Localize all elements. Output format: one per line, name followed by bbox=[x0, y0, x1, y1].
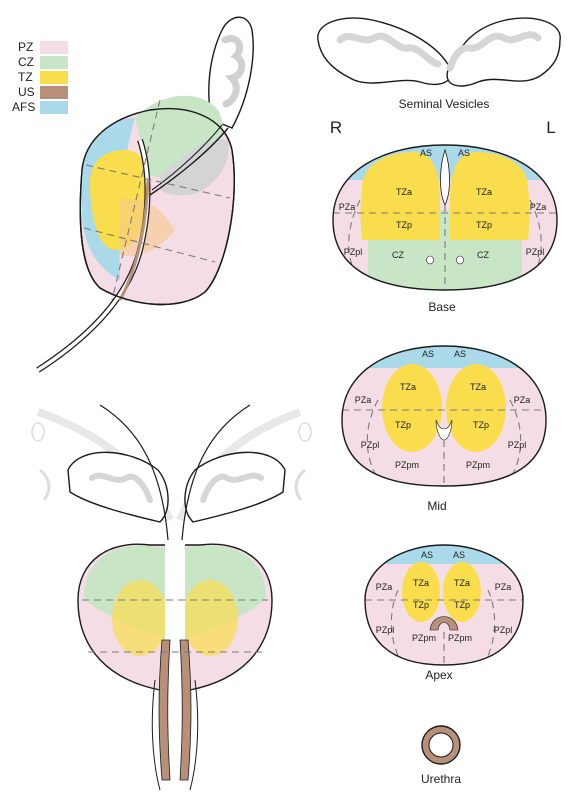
legend-swatch-afs bbox=[40, 101, 68, 114]
base-label-pzpl-l: PZpl bbox=[526, 247, 545, 257]
mid-tz-right bbox=[382, 364, 442, 452]
legend-label-tz: TZ bbox=[18, 70, 33, 84]
mid-afs-fill bbox=[340, 340, 550, 368]
legend-swatch-cz bbox=[40, 56, 68, 69]
base-label-tza-r: TZa bbox=[396, 187, 412, 197]
mid-section: AS AS TZa TZa TZp TZp PZa PZa PZpl PZpl … bbox=[340, 340, 550, 513]
base-label-as-l: AS bbox=[458, 148, 470, 158]
legend-swatch-us bbox=[40, 86, 68, 99]
apex-label-tza-l: TZa bbox=[454, 578, 470, 588]
base-label-cz-r: CZ bbox=[392, 250, 404, 260]
mid-label-pzpl-l: PZpl bbox=[508, 440, 527, 450]
seminal-vesicles-section: Seminal Vesicles bbox=[318, 18, 560, 111]
apex-label-pzpl-l: PZpl bbox=[494, 625, 513, 635]
base-label-pza-r: PZa bbox=[339, 202, 356, 212]
base-label-tza-l: TZa bbox=[476, 187, 492, 197]
mid-tz-left bbox=[446, 364, 506, 452]
mid-label-tza-l: TZa bbox=[470, 382, 486, 392]
legend-label-cz: CZ bbox=[18, 55, 34, 69]
coronal-vas-left bbox=[32, 423, 44, 441]
apex-label-pzpl-r: PZpl bbox=[376, 625, 395, 635]
caption-seminal-vesicles: Seminal Vesicles bbox=[399, 97, 490, 111]
mid-label-pza-l: PZa bbox=[514, 395, 531, 405]
legend: PZ CZ TZ US AFS bbox=[12, 40, 68, 114]
caption-mid: Mid bbox=[427, 499, 446, 513]
base-label-pzpl-r: PZpl bbox=[344, 247, 363, 257]
apex-afs-fill bbox=[360, 540, 530, 564]
apex-tz-left bbox=[443, 562, 481, 622]
coronal-seminal-vesicle-left bbox=[68, 452, 168, 522]
seminal-vesicle-right bbox=[318, 18, 451, 84]
sagittal-view bbox=[38, 17, 253, 370]
apex-label-tzp-r: TZp bbox=[413, 600, 429, 610]
mid-label-pzpl-r: PZpl bbox=[361, 440, 380, 450]
orientation-left: L bbox=[546, 118, 555, 137]
coronal-vas-right bbox=[299, 423, 311, 441]
apex-section: AS AS TZa TZa TZp TZp PZa PZa PZpl PZpl … bbox=[360, 540, 530, 682]
caption-urethra: Urethra bbox=[421, 772, 461, 786]
mid-label-tza-r: TZa bbox=[400, 382, 416, 392]
coronal-membranous-right bbox=[190, 680, 198, 790]
base-ejaculatory-duct-left bbox=[457, 256, 464, 264]
mid-label-pzpm-l: PZpm bbox=[466, 460, 490, 470]
legend-swatch-tz bbox=[40, 71, 68, 84]
coronal-vas-curl-right bbox=[296, 470, 305, 500]
base-section: AS AS TZa TZa TZp TZp PZa PZa PZpl PZpl … bbox=[330, 140, 560, 314]
mid-label-tzp-r: TZp bbox=[395, 420, 411, 430]
apex-label-tza-r: TZa bbox=[413, 578, 429, 588]
mid-label-as-r: AS bbox=[422, 349, 434, 359]
apex-label-pzpm-l: PZpm bbox=[448, 633, 472, 643]
orientation-right: R bbox=[330, 118, 342, 137]
urethra-section: Urethra bbox=[421, 726, 461, 786]
legend-label-us: US bbox=[18, 85, 35, 99]
apex-label-as-l: AS bbox=[453, 550, 465, 560]
base-ejaculatory-duct-right bbox=[427, 256, 434, 264]
urethra-lumen bbox=[429, 733, 453, 757]
coronal-membranous-left bbox=[152, 680, 160, 790]
apex-label-as-r: AS bbox=[421, 550, 433, 560]
apex-label-pza-l: PZa bbox=[495, 582, 512, 592]
legend-label-pz: PZ bbox=[18, 40, 33, 54]
legend-label-afs: AFS bbox=[12, 100, 35, 114]
base-label-tzp-l: TZp bbox=[476, 220, 492, 230]
base-label-cz-l: CZ bbox=[477, 250, 489, 260]
apex-label-tzp-l: TZp bbox=[454, 600, 470, 610]
coronal-vas-curl-left bbox=[40, 470, 49, 500]
coronal-view bbox=[32, 405, 311, 790]
base-label-tzp-r: TZp bbox=[396, 220, 412, 230]
base-label-pza-l: PZa bbox=[530, 202, 547, 212]
legend-swatch-pz bbox=[40, 41, 68, 54]
apex-label-pzpm-r: PZpm bbox=[412, 633, 436, 643]
coronal-transition-zone-right bbox=[182, 580, 238, 656]
mid-label-pza-r: PZa bbox=[355, 395, 372, 405]
mid-label-pzpm-r: PZpm bbox=[395, 460, 419, 470]
mid-label-tzp-l: TZp bbox=[473, 420, 489, 430]
mid-label-as-l: AS bbox=[454, 349, 466, 359]
base-label-as-r: AS bbox=[420, 148, 432, 158]
apex-label-pza-r: PZa bbox=[376, 582, 393, 592]
caption-base: Base bbox=[428, 300, 456, 314]
coronal-transition-zone-left bbox=[112, 580, 168, 656]
caption-apex: Apex bbox=[425, 668, 452, 682]
apex-tz-right bbox=[402, 562, 440, 622]
